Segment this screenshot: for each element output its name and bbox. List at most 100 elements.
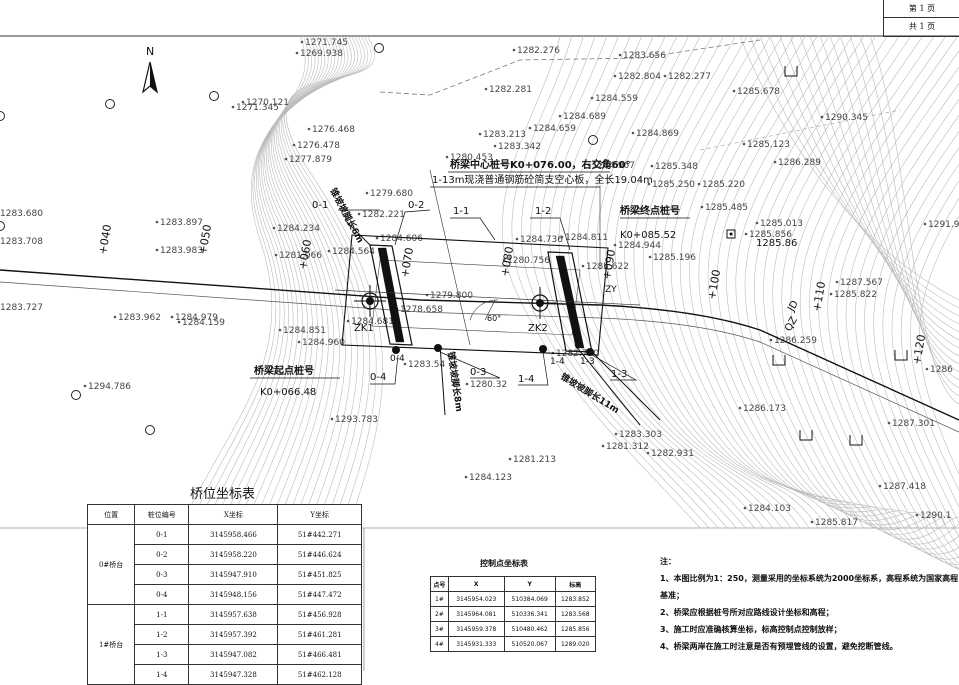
zk2-marker	[524, 287, 556, 319]
spot-elevation: 1284.559	[595, 94, 638, 104]
table-cell: 0-3	[134, 564, 190, 585]
table-cell: 51#466.481	[277, 644, 362, 665]
wing-mid-label: 锥坡坡脚长8m	[445, 351, 465, 413]
qz-label: QZ	[783, 315, 800, 333]
spot-elevation: 1283.342	[498, 142, 541, 152]
pile-1-2: 1-2	[535, 206, 551, 217]
station-label: +120	[910, 334, 928, 366]
spot-elevation: 1286	[930, 365, 953, 375]
spot-elevation: 1285.822	[834, 290, 877, 300]
spot-elevation: 1285.348	[655, 162, 698, 172]
table-cell: 510520.067	[503, 636, 556, 652]
table-cell: 3#	[430, 621, 449, 637]
spot-elevation: 1279.680	[370, 189, 413, 199]
col-header: Y	[503, 576, 556, 592]
spot-elevation: 1283.656	[623, 51, 666, 61]
spot-elevation: 1290.345	[825, 113, 868, 123]
table-cell: 3145947.328	[188, 664, 279, 685]
table-cell: 0-4	[134, 584, 190, 605]
col-header: 桩位编号	[134, 504, 190, 525]
station-label: +070	[398, 247, 416, 279]
table-cell: 1289.020	[554, 636, 597, 652]
center-stake-label: 桥梁中心桩号K0+076.00，右交角60°	[450, 158, 631, 171]
spot-elevation: 1286.259	[774, 336, 817, 346]
spot-elevation: 1291.9	[928, 220, 959, 230]
table-cell: 0-2	[134, 544, 190, 565]
spot-elevation: 1283.708	[0, 237, 43, 247]
spot-elevation: 1284.869	[636, 129, 679, 139]
pile-0-2: 0-2	[408, 200, 424, 211]
spot-elevation: 1287.301	[892, 419, 935, 429]
spot-elevation: 1284.659	[533, 124, 576, 134]
spot-elevation: 1283.983	[160, 246, 203, 256]
start-stake-label: K0+066.48	[260, 387, 316, 398]
table-cell: 3145947.910	[188, 564, 279, 585]
notes: 注： 1、本图比例为1：250，测量采用的坐标系统为2000坐标系，高程系统为国…	[660, 553, 959, 655]
pile-1-4: 1-4	[518, 374, 534, 385]
table-cell: 3145957.638	[188, 604, 279, 625]
spot-elevation: 1286.173	[743, 404, 786, 414]
vegetation-symbols	[772, 66, 908, 446]
station-label: +050	[196, 224, 214, 256]
spot-elevation: 1285.250	[652, 180, 695, 190]
contour-lines	[179, 35, 959, 571]
spot-elevation: 1284.979	[175, 313, 218, 323]
table-cell: 51#451.825	[277, 564, 362, 585]
table-cell: 3145948.156	[188, 584, 279, 605]
spot-elevation: 1282.931	[651, 449, 694, 459]
notes-title: 注：	[660, 557, 676, 566]
spot-elevation: 1285.013	[760, 219, 803, 229]
table-cell: 3145964.081	[447, 606, 505, 622]
table-cell: 1-4	[134, 664, 190, 685]
road-centerline	[0, 269, 959, 421]
spot-elevation: 1284.159	[182, 318, 225, 328]
spot-elevation: 1285.485	[705, 203, 748, 213]
spot-elevation: 1283.213	[483, 130, 526, 140]
spot-elevation: 1293.783	[335, 415, 378, 425]
spot-elevation: 1283.303	[619, 430, 662, 440]
table-cell: 510336.341	[503, 606, 556, 622]
north-arrow-icon	[141, 61, 159, 94]
end-stake-label: K0+085.52	[620, 230, 676, 241]
spot-elevation: 1280.756	[507, 256, 550, 266]
spot-elevation: 1287.418	[883, 482, 926, 492]
col-header: 位置	[86, 504, 136, 525]
table-cell: 51#442.271	[277, 524, 362, 545]
spot-elevation: 1284.103	[748, 504, 791, 514]
table-cell: 3145954.023	[447, 591, 505, 607]
control-table-title: 控制点坐标表	[480, 558, 528, 568]
spot-elevation: 1285.678	[737, 87, 780, 97]
station-label: +090	[600, 249, 618, 281]
spot-elevation: 1284.851	[283, 326, 326, 336]
spot-elevation: 1285.123	[747, 140, 790, 150]
station-label: +060	[296, 239, 314, 271]
spot-elevation: 1282.804	[618, 72, 661, 82]
spot-elevation: 1283.54	[408, 360, 445, 370]
wing-left-label: 锥坡坡脚长6m	[327, 186, 366, 245]
station-label: +110	[810, 281, 828, 313]
spot-elevation: 1285.196	[653, 253, 696, 263]
station-labels: +040+050+060+070+080+090+100+110+120	[96, 224, 928, 366]
spot-elevation: 1284.811	[565, 233, 608, 243]
spot-elevation: 1271.345	[236, 103, 279, 113]
zk1-marker	[354, 285, 386, 317]
station-label: +040	[96, 224, 114, 256]
table-cell: 1283.568	[554, 606, 597, 622]
col-header: 点号	[430, 576, 449, 592]
table-cell: 3145931.333	[447, 636, 505, 652]
table-header-row: 位置 桩位编号 X坐标 Y坐标	[86, 504, 362, 525]
spot-elevation: 1282.276	[517, 46, 560, 56]
road-edge	[0, 281, 959, 433]
spot-elevation: 1285.856	[749, 230, 792, 240]
zk2-label: ZK2	[528, 323, 548, 334]
spot-elevation: 1284.960	[302, 338, 345, 348]
table-cell: 1-2	[134, 624, 190, 645]
note-item: 1、本图比例为1：250，测量采用的坐标系统为2000坐标系，高程系统为国家高程…	[660, 574, 959, 600]
